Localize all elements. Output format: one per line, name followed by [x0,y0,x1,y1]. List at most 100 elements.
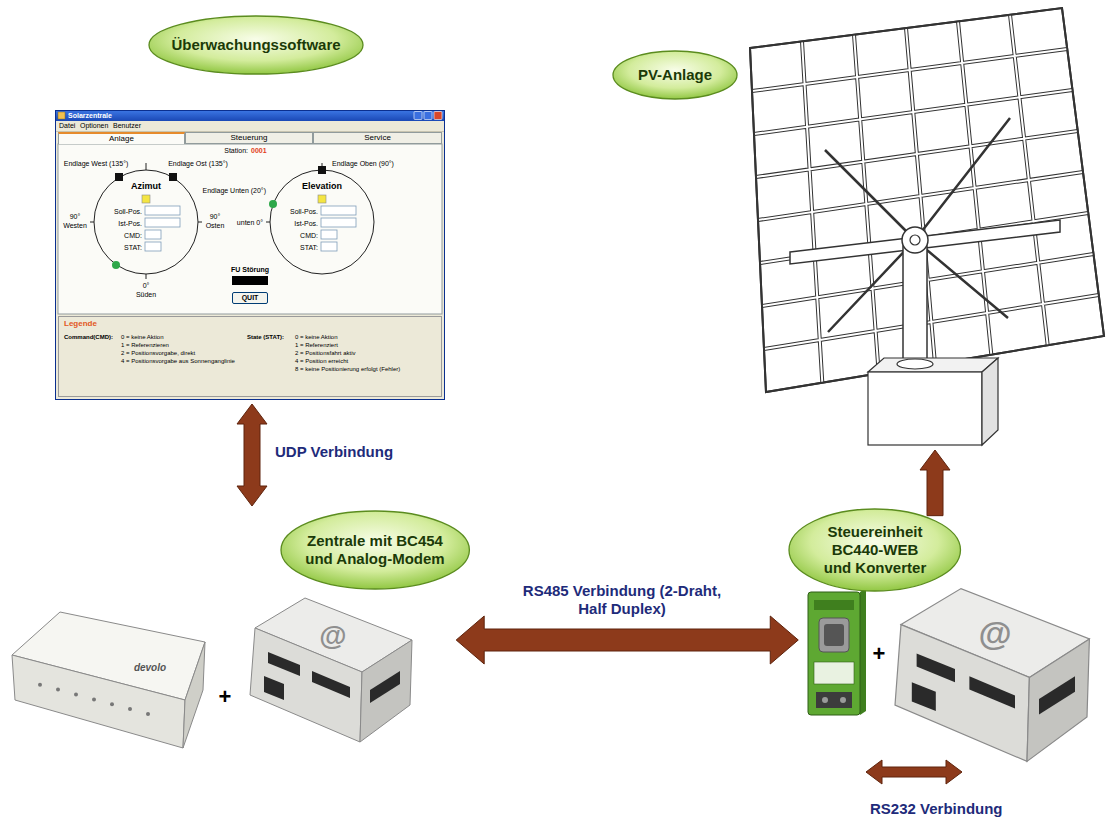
app-icon [58,112,65,119]
legend-text: Command(CMD): [64,333,113,341]
text-slot: 4 = Positionsvorgabe aus Sonnenganglinie [121,357,235,365]
converter-housing [808,592,860,715]
converter-strip [814,600,854,610]
window-background [55,110,445,400]
node-text: Überwachungssoftware [171,36,340,54]
label-slot: 90° Osten [206,212,225,230]
text-slot: Legende [64,319,97,329]
panel-array [750,8,1104,392]
label-slot: + [873,640,886,668]
fault-label: FU Störung [231,265,269,274]
maximize-button [424,112,432,120]
text-slot: 2 = Positionsfahrt aktiv [295,349,356,357]
fault-indicator [232,276,268,285]
ellipse-shape [789,509,960,591]
field-label: CMD: [124,231,142,240]
device-side [360,640,412,742]
panel-grid [752,15,1099,383]
plus-sign: + [219,683,232,711]
field-label: CMD: [300,231,318,240]
converter-side [860,588,866,715]
legend-box: LegendeCommand(CMD):0 = keine Aktion1 = … [58,316,442,397]
terminal-block [816,692,852,708]
panel-array-edge [750,8,1104,392]
text-slot: 0 = keine Aktion [121,333,164,341]
label-slot: unten 0° [237,218,263,227]
text-slot: 8 = keine Positionierung erfolgt (Fehler… [295,365,400,373]
node-text: Service [364,133,391,143]
end-stop-marker [115,173,123,181]
input-field [321,218,356,227]
input-field [321,230,337,239]
label-slot: devolo [134,661,166,674]
end-stop-label: Endlage West (135°) [64,159,129,168]
foundation-side [982,358,998,445]
legend-text: State (STAT): [247,333,284,341]
dial-title: Elevation [302,181,342,192]
label-slot: Datei [59,121,75,130]
node-text: PV-Anlage [638,66,712,84]
label-slot: UDP Verbindung [275,443,393,461]
direction-label: 0° Süden [136,281,156,299]
device-port [1039,676,1075,714]
menu-item: Benutzer [113,121,141,130]
terminal-screw [840,697,846,703]
device-port [912,682,936,711]
label-slot: Optionen [80,121,108,130]
node-text: Zentrale mit BC454 und Analog-Modem [300,532,450,568]
direction-label: 90° Osten [206,212,225,230]
label-slot: 0° Süden [136,281,156,299]
modem-led [56,688,60,692]
label-slot: Station: [224,146,248,155]
sub-d-connector [819,618,849,652]
menu-item: Optionen [80,121,108,130]
foundation-top [868,358,998,372]
modem-led [146,712,150,716]
elevation-dial [270,170,374,274]
tab: Anlage [58,132,185,144]
input-field [145,242,161,251]
dial-ticks [90,163,202,279]
direction-label: unten 0° [237,218,263,227]
end-stop-marker [169,173,177,181]
label-slot: + [219,683,232,711]
device-port [370,671,400,703]
text-slot: State (STAT): [247,333,284,341]
field-label: Ist-Pos. [118,219,142,228]
link-label: RS232 Verbindung [870,800,1003,818]
close-button [434,112,442,120]
label-slot: Ist-Pos. [118,219,142,228]
text-slot: 4 = Position erreicht [295,357,348,365]
device-port [969,676,1015,708]
legend-text: 1 = Referenziert [295,341,338,349]
device-logo: @ [319,620,346,652]
legend-text: 0 = keine Aktion [295,333,338,341]
device-port [312,671,350,698]
label-slot: RS232 Verbindung [870,800,1003,818]
panel-gaps [752,15,1099,383]
tab-panel [58,144,442,314]
text-slot: 1 = Referenziert [295,341,338,349]
label-ellipse: PV-Anlage [612,50,738,100]
field-label: STAT: [124,243,142,252]
label-slot: Azimut [131,181,161,192]
label-slot: Endlage Oben (90°) [332,159,394,168]
ellipse-shape [613,51,737,99]
dial-title: Azimut [131,181,161,192]
modem-led [92,697,96,701]
label-ellipse: Steuereinheit BC440-WEB und Konverter [788,508,961,592]
position-dot [112,261,120,269]
text-slot: Command(CMD): [64,333,113,341]
label-slot: CMD: [300,231,318,240]
label-slot: STAT: [300,243,318,252]
sub-d-socket [824,624,844,646]
tab: Service [313,132,442,144]
direction-label: 90° Westen [63,212,87,230]
modem-led [38,683,42,687]
device-logo: @ [978,614,1011,652]
legend-text: 4 = Position erreicht [295,357,348,365]
legend-text: 2 = Positionsfahrt aktiv [295,349,356,357]
menu-item: Datei [59,121,75,130]
connection-label: UDP Verbindung [275,443,393,461]
status-square [142,195,150,203]
